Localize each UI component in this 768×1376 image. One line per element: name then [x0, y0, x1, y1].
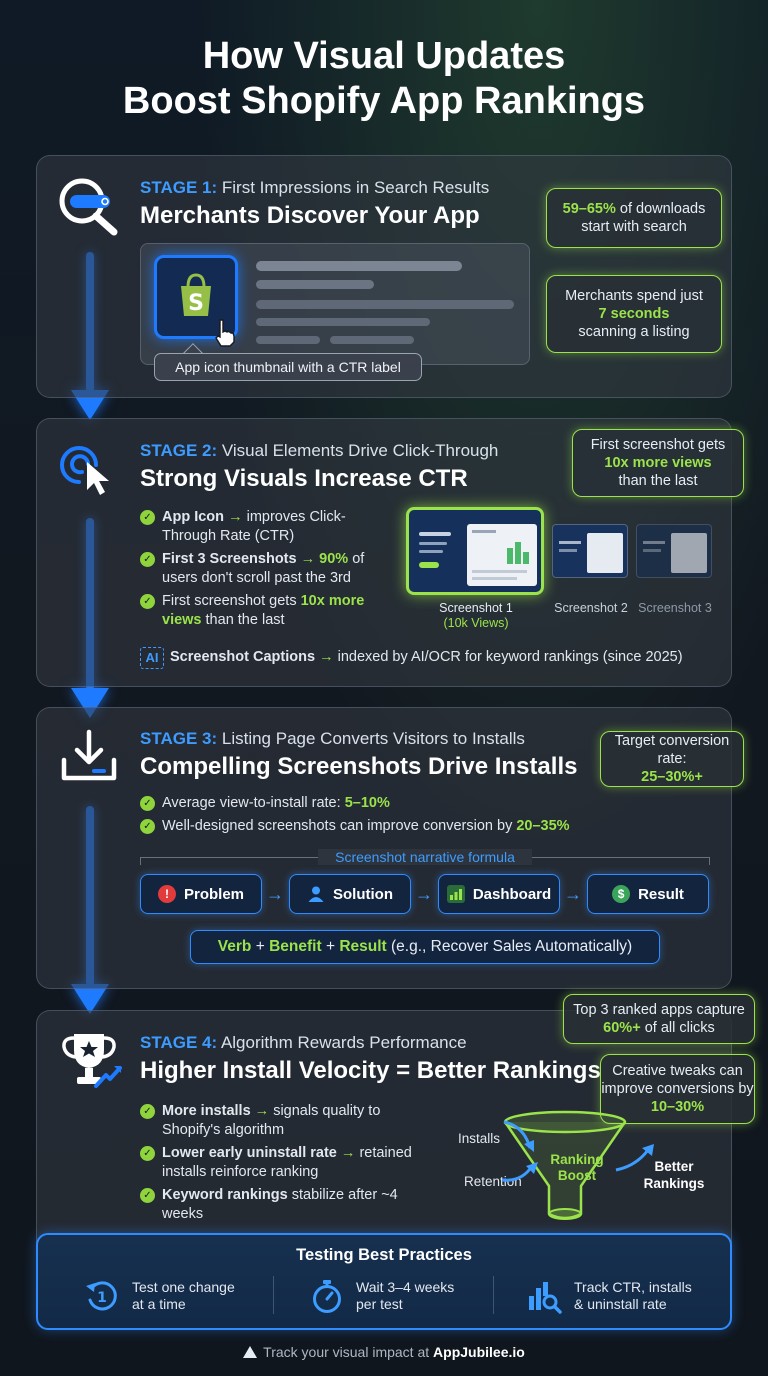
- check-icon: ✓: [140, 1188, 155, 1203]
- screenshot-2-thumbnail[interactable]: [552, 524, 628, 578]
- list-item: ✓First 3 Screenshots → 90% of users don'…: [140, 550, 392, 588]
- list-item: ✓App Icon → improves Click-Through Rate …: [140, 508, 392, 546]
- funnel-input-installs: Installs: [458, 1131, 501, 1146]
- list-item: ✓More installs → signals quality to Shop…: [140, 1102, 440, 1140]
- result-line-placeholder: [256, 318, 430, 326]
- footer-brand-link[interactable]: AppJubilee.io: [433, 1344, 525, 1360]
- step-arrow: →: [266, 884, 284, 904]
- screenshot-captions-note: Screenshot Captions → indexed by AI/OCR …: [170, 649, 683, 665]
- list-item: ✓First screenshot gets 10x more views th…: [140, 592, 392, 630]
- result-line-placeholder: [330, 336, 414, 344]
- check-icon: ✓: [140, 552, 155, 567]
- svg-text:1: 1: [97, 1290, 107, 1306]
- search-icon: [59, 178, 118, 236]
- svg-text:S: S: [188, 291, 204, 316]
- best-practices-panel: [36, 1233, 732, 1330]
- click-pointer-icon: [60, 446, 109, 495]
- funnel-output-label: Better Rankings: [643, 1159, 705, 1191]
- brand-logo-icon: [243, 1346, 258, 1358]
- app-icon-caption: App icon thumbnail with a CTR label: [154, 353, 422, 381]
- screenshot-1-label: Screenshot 1 (10k Views): [439, 601, 513, 630]
- divider: [493, 1276, 494, 1314]
- ai-scan-icon: AI: [140, 647, 164, 669]
- bar-chart-icon: [446, 885, 465, 903]
- stage-3-checklist: ✓Average view-to-install rate: 5–10% ✓We…: [140, 794, 630, 840]
- stage-3-label: STAGE 3: Listing Page Converts Visitors …: [140, 729, 525, 748]
- step-solution: Solution: [289, 874, 411, 914]
- app-icon-thumbnail[interactable]: S: [154, 255, 238, 339]
- cycle-one-icon: 1: [86, 1281, 117, 1311]
- formula-bar: Verb + Benefit + Result (e.g., Recover S…: [190, 930, 660, 964]
- funnel-output-arrow: [615, 1144, 654, 1172]
- stopwatch-icon: [313, 1280, 341, 1313]
- screenshot-3-label: Screenshot 3: [638, 601, 712, 615]
- download-icon: [61, 729, 117, 781]
- check-icon: ✓: [140, 510, 155, 525]
- stage-2-heading: Strong Visuals Increase CTR: [140, 465, 468, 492]
- step-dashboard: Dashboard: [438, 874, 560, 914]
- check-icon: ✓: [140, 594, 155, 609]
- creative-tweaks-callout: Creative tweaks can improve conversions …: [600, 1054, 755, 1124]
- funnel-center-label: Ranking Boost: [550, 1152, 604, 1183]
- stage-2-label: STAGE 2: Visual Elements Drive Click-Thr…: [140, 441, 499, 460]
- check-icon: ✓: [140, 819, 155, 834]
- divider: [273, 1276, 274, 1314]
- scan-time-stat: Merchants spend just 7 seconds scanning …: [546, 275, 722, 353]
- trophy-icon: [62, 1034, 122, 1088]
- funnel-input-retention: Retention: [464, 1174, 522, 1189]
- stage-4-heading: Higher Install Velocity = Better Ranking…: [140, 1057, 601, 1084]
- stage-4-checklist: ✓More installs → signals quality to Shop…: [140, 1102, 440, 1228]
- stage-1-heading: Merchants Discover Your App: [140, 202, 480, 229]
- page-title: How Visual Updates Boost Shopify App Ran…: [122, 35, 646, 122]
- screenshot-1-thumbnail[interactable]: [406, 507, 544, 595]
- search-share-stat: 59–65% of downloads start with search: [546, 188, 722, 248]
- screenshot-3-thumbnail[interactable]: [636, 524, 712, 578]
- result-line-placeholder: [256, 280, 374, 289]
- step-problem: ! Problem: [140, 874, 262, 914]
- list-item: ✓Keyword rankings stabilize after ~4 wee…: [140, 1186, 440, 1224]
- list-item: ✓Well-designed screenshots can improve c…: [140, 817, 630, 836]
- hand-cursor-icon: [215, 319, 235, 347]
- check-icon: ✓: [140, 1146, 155, 1161]
- chart-search-icon: [529, 1282, 562, 1314]
- step-arrow: →: [415, 884, 433, 904]
- stage-2-checklist: ✓App Icon → improves Click-Through Rate …: [140, 508, 392, 634]
- check-icon: ✓: [140, 796, 155, 811]
- user-icon: [308, 886, 324, 902]
- ranking-funnel-icon: [503, 1110, 627, 1220]
- best-practice-item: Track CTR, installs& uninstall rate: [526, 1278, 692, 1314]
- result-line-placeholder: [256, 336, 320, 344]
- list-item: ✓Average view-to-install rate: 5–10%: [140, 794, 630, 813]
- flow-arrow-head: [71, 984, 109, 1014]
- stage-4-label: STAGE 4: Algorithm Rewards Performance: [140, 1033, 467, 1052]
- best-practices-title: Testing Best Practices: [296, 1246, 472, 1264]
- step-arrow: →: [564, 884, 582, 904]
- shopify-bag-icon: S: [181, 273, 211, 316]
- alert-icon: !: [157, 885, 176, 903]
- result-line-placeholder: [256, 300, 514, 309]
- step-result: $ Result: [587, 874, 709, 914]
- result-line-placeholder: [256, 261, 462, 271]
- views-callout: First screenshot gets 10x more views tha…: [572, 429, 744, 497]
- stage-3-heading: Compelling Screenshots Drive Installs: [140, 753, 578, 780]
- screenshot-2-label: Screenshot 2: [554, 601, 628, 615]
- stage-1-label: STAGE 1: First Impressions in Search Res…: [140, 178, 490, 197]
- footer: Track your visual impact at AppJubilee.i…: [0, 1344, 768, 1360]
- formula-title: Screenshot narrative formula: [318, 849, 532, 865]
- top-apps-callout: Top 3 ranked apps capture 60%+ of all cl…: [563, 994, 755, 1044]
- list-item: ✓Lower early uninstall rate → retained i…: [140, 1144, 440, 1182]
- target-conversion-callout: Target conversion rate: 25–30%+: [600, 731, 744, 787]
- dollar-icon: $: [612, 885, 631, 903]
- funnel-input-arrows: [501, 1120, 538, 1182]
- check-icon: ✓: [140, 1104, 155, 1119]
